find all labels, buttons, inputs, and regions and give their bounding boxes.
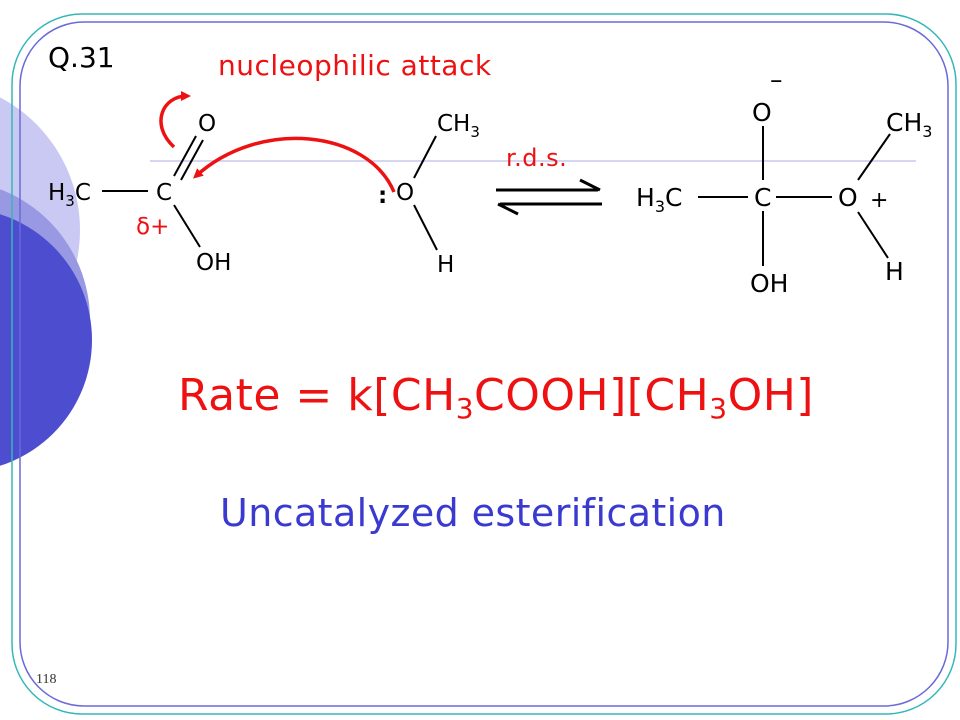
equilibrium-arrows — [496, 178, 602, 216]
lone-pair: : — [378, 183, 387, 209]
double-bond-b — [180, 139, 204, 181]
int-top-oxygen: O — [752, 98, 772, 127]
int-methyl-right: CH3 — [886, 108, 932, 141]
caption: Uncatalyzed esterification — [220, 491, 726, 535]
question-label: Q.31 — [48, 41, 115, 74]
step-label: nucleophilic attack — [218, 49, 492, 82]
acid-methyl: H3C — [48, 180, 91, 210]
int-carbon: C — [754, 183, 771, 212]
int-hydroxyl: OH — [750, 269, 788, 298]
int-positive-charge: + — [870, 188, 888, 213]
curly-arrows — [159, 91, 396, 193]
double-bond-a — [173, 135, 197, 177]
nucleophile-arrow — [193, 136, 396, 193]
page-number: 118 — [36, 672, 57, 687]
int-negative-charge: – — [770, 65, 783, 94]
methanol-hydrogen: H — [437, 252, 454, 278]
methanol: O : CH3 H — [378, 111, 480, 278]
tetrahedral-intermediate: – O C H3C O + CH3 H OH — [636, 65, 932, 298]
int-oxonium-oxygen: O — [838, 183, 858, 212]
methanol-oxygen: O — [396, 180, 414, 206]
bond — [857, 133, 891, 181]
methanol-methyl: CH3 — [437, 111, 480, 141]
bond — [857, 211, 889, 259]
acid-carbonyl-oxygen: O — [198, 111, 216, 137]
bond — [413, 135, 437, 179]
int-hydrogen: H — [885, 257, 904, 286]
bond — [413, 204, 438, 251]
rds-label: r.d.s. — [506, 144, 568, 172]
acid-carbon: C — [156, 180, 172, 206]
bond — [173, 204, 201, 248]
outer-frame — [11, 13, 957, 715]
pi-bond-arrow — [159, 91, 191, 149]
int-methyl-left: H3C — [636, 183, 682, 216]
acid-hydroxyl: OH — [196, 250, 231, 276]
acetic-acid: H3C C O OH δ+ — [48, 111, 231, 276]
partial-positive-charge: δ+ — [136, 214, 169, 240]
inner-frame — [19, 21, 949, 707]
rate-equation: Rate = k[CH3COOH][CH3OH] — [178, 370, 814, 425]
